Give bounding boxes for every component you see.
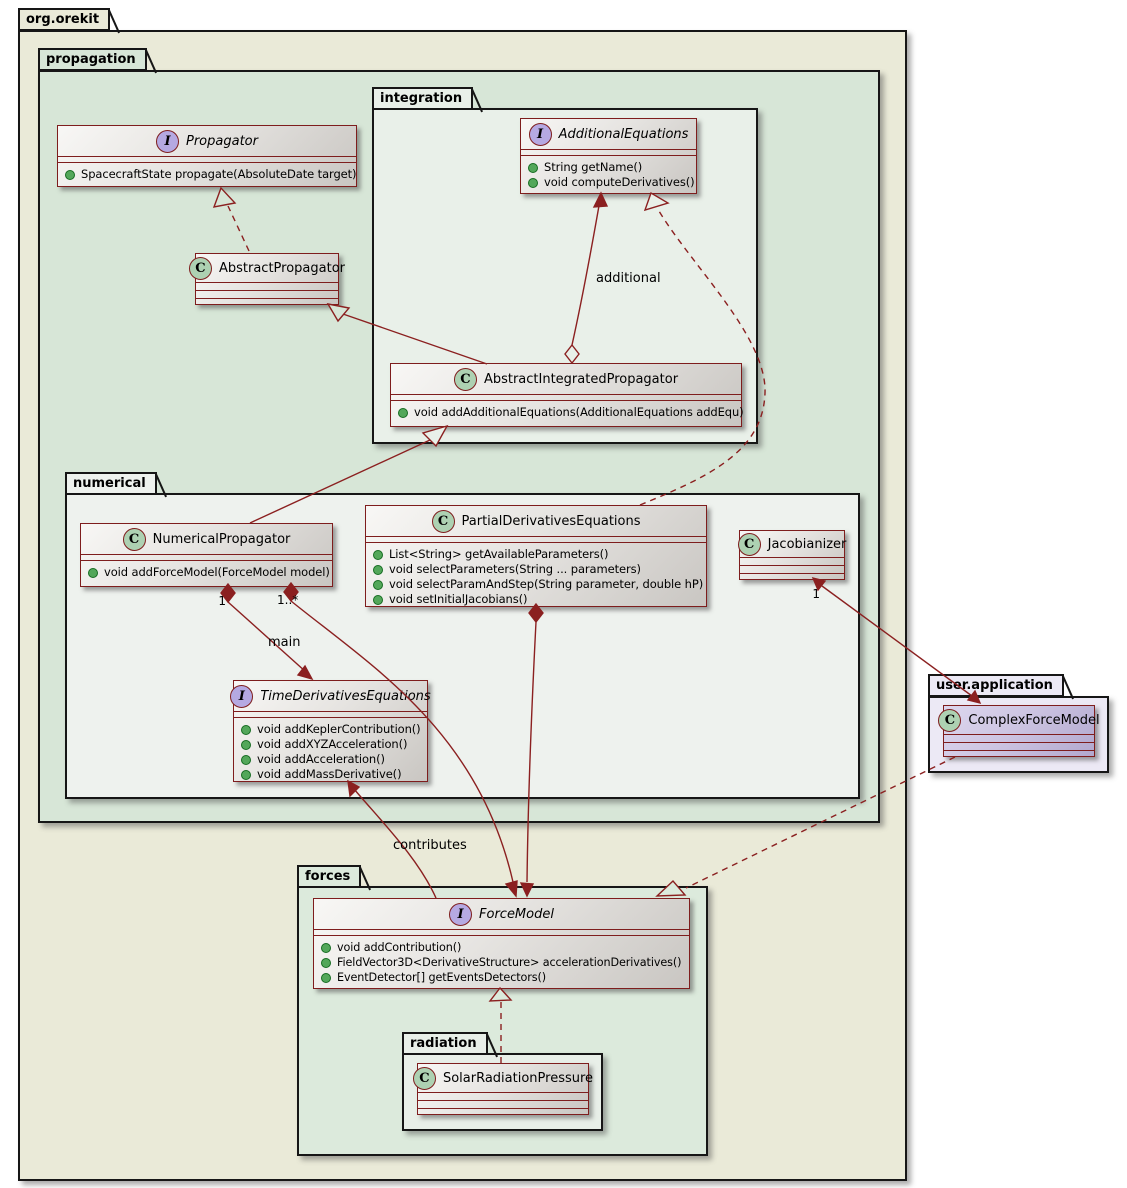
class-name: AdditionalEquations	[558, 126, 689, 142]
method-item: void addMassDerivative()	[241, 767, 420, 782]
class-name: NumericalPropagator	[152, 531, 291, 547]
class-complex-force-model: C ComplexForceModel	[938, 705, 1100, 757]
method-item: FieldVector3D<DerivativeStructure> accel…	[321, 955, 682, 970]
method-item: void addKeplerContribution()	[241, 722, 421, 737]
class-partial-derivatives-equations: C PartialDerivativesEquations List<Strin…	[365, 505, 707, 607]
class-propagator: I Propagator SpacecraftState propagate(A…	[57, 125, 357, 187]
public-visibility-icon	[373, 549, 383, 560]
package-forces-tab: forces	[297, 865, 362, 888]
class-abstract-propagator: C AbstractPropagator	[188, 253, 345, 305]
public-visibility-icon	[398, 407, 408, 418]
method-item: void addForceModel(ForceModel model)	[88, 565, 330, 580]
class-force-model: I ForceModel void addContribution() Fiel…	[313, 898, 690, 989]
class-icon: C	[453, 367, 477, 391]
method-item: EventDetector[] getEventsDetectors()	[321, 970, 682, 985]
public-visibility-icon	[321, 972, 331, 983]
class-solar-radiation-pressure: C SolarRadiationPressure	[412, 1063, 593, 1115]
class-name: ComplexForceModel	[968, 712, 1100, 728]
package-radiation-tab: radiation	[402, 1032, 488, 1055]
package-numerical-tab: numerical	[65, 472, 157, 495]
method-item: SpacecraftState propagate(AbsoluteDate t…	[65, 167, 357, 182]
package-user-application-tab: user.application	[928, 674, 1064, 697]
package-propagation-tab: propagation	[38, 48, 147, 71]
interface-icon: I	[230, 684, 254, 708]
class-time-derivatives-equations: I TimeDerivativesEquations void addKeple…	[230, 680, 431, 782]
method-item: void addContribution()	[321, 940, 682, 955]
public-visibility-icon	[373, 579, 383, 590]
method-item: void setInitialJacobians()	[373, 592, 699, 607]
method-item: void addXYZAcceleration()	[241, 737, 420, 752]
class-icon: C	[938, 708, 962, 732]
method-item: void addAcceleration()	[241, 752, 420, 767]
class-name: Propagator	[186, 133, 258, 149]
public-visibility-icon	[528, 177, 538, 188]
public-visibility-icon	[241, 724, 251, 735]
class-name: AbstractPropagator	[218, 260, 346, 276]
class-jacobianizer: C Jacobianizer	[737, 530, 847, 580]
method-item: String getName()	[528, 160, 689, 175]
public-visibility-icon	[321, 942, 331, 953]
class-name: ForceModel	[479, 906, 554, 922]
public-visibility-icon	[373, 594, 383, 605]
class-icon: C	[412, 1066, 436, 1090]
class-icon: C	[122, 527, 146, 551]
class-icon: C	[188, 256, 212, 280]
class-name: SolarRadiationPressure	[442, 1070, 594, 1086]
class-icon: C	[431, 509, 455, 533]
class-name: PartialDerivativesEquations	[461, 513, 641, 529]
class-name: TimeDerivativesEquations	[260, 688, 431, 704]
package-org-orekit-tab: org.orekit	[18, 8, 111, 31]
interface-icon: I	[156, 129, 179, 153]
public-visibility-icon	[65, 169, 75, 180]
method-item: void selectParamAndStep(String parameter…	[373, 577, 703, 592]
class-name: Jacobianizer	[767, 536, 847, 552]
method-item: void addAdditionalEquations(AdditionalEq…	[398, 405, 744, 420]
public-visibility-icon	[528, 162, 538, 173]
interface-icon: I	[528, 122, 552, 146]
public-visibility-icon	[241, 754, 251, 765]
class-icon: C	[737, 532, 761, 556]
class-additional-equations: I AdditionalEquations String getName() v…	[520, 118, 697, 194]
public-visibility-icon	[373, 564, 383, 575]
method-item: List<String> getAvailableParameters()	[373, 547, 699, 562]
public-visibility-icon	[321, 957, 331, 968]
class-name: AbstractIntegratedPropagator	[483, 371, 679, 387]
public-visibility-icon	[88, 567, 98, 578]
method-item: void computeDerivatives()	[528, 175, 695, 190]
package-integration-tab: integration	[372, 87, 474, 110]
class-abstract-integrated-propagator: C AbstractIntegratedPropagator void addA…	[390, 363, 744, 427]
interface-icon: I	[449, 902, 473, 926]
public-visibility-icon	[241, 769, 251, 780]
method-item: void selectParameters(String ... paramet…	[373, 562, 699, 577]
public-visibility-icon	[241, 739, 251, 750]
class-numerical-propagator: C NumericalPropagator void addForceModel…	[80, 523, 333, 587]
